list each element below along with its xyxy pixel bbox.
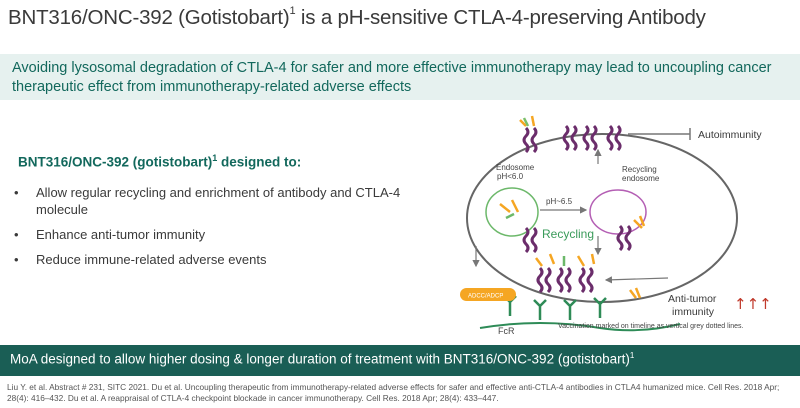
svg-text:endosome: endosome: [622, 174, 660, 183]
ctla4-bottom-group: [535, 253, 596, 294]
antitumor-label-1: Anti-tumor: [668, 293, 717, 305]
bullet-item: •Enhance anti-tumor immunity: [14, 227, 206, 242]
endosome-circle: [485, 187, 539, 237]
adcc-badge: [460, 288, 516, 301]
svg-text:Endosome: Endosome: [496, 163, 535, 172]
fcr-label: FcR: [498, 326, 515, 336]
references: Liu Y. et al. Abstract # 231, SITC 2021.…: [7, 382, 780, 403]
ctla4-top-group: [519, 115, 622, 154]
bullet-list: •Allow regular recycling and enrichment …: [14, 184, 406, 276]
subtitle-text: Avoiding lysosomal degradation of CTLA-4…: [12, 60, 772, 95]
recycling-endosome-circle: [589, 189, 647, 235]
increase-arrows-icon: ↑↑↑: [734, 295, 772, 313]
slide-title: BNT316/ONC-392 (Gotistobart)1 is a pH-se…: [8, 5, 706, 29]
subtitle-box: Avoiding lysosomal degradation of CTLA-4…: [0, 54, 800, 100]
vaccination-note: Vaccination marked on timeline as vertic…: [558, 323, 744, 330]
bullets-lead: BNT316/ONC-392 (gotistobart)1 designed t…: [18, 153, 302, 170]
antitumor-label-2: immunity: [672, 306, 715, 318]
bullet-item: •Allow regular recycling and enrichment …: [14, 185, 401, 217]
svg-text:Recycling: Recycling: [622, 165, 657, 174]
svg-text:pH<6.0: pH<6.0: [497, 172, 524, 181]
svg-text:ADCC/ADCP: ADCC/ADCP: [468, 294, 503, 300]
moa-bar: MoA designed to allow higher dosing & lo…: [0, 345, 800, 376]
mechanism-diagram: Autoimmunity Endosome pH<6.0 Recycling e…: [460, 115, 772, 336]
autoimmunity-label: Autoimmunity: [698, 129, 762, 141]
moa-text: MoA designed to allow higher dosing & lo…: [10, 351, 635, 367]
svg-text:pH~6.5: pH~6.5: [546, 197, 573, 206]
recycling-label: Recycling: [542, 227, 594, 241]
bullet-item: •Reduce immune-related adverse events: [14, 252, 267, 267]
